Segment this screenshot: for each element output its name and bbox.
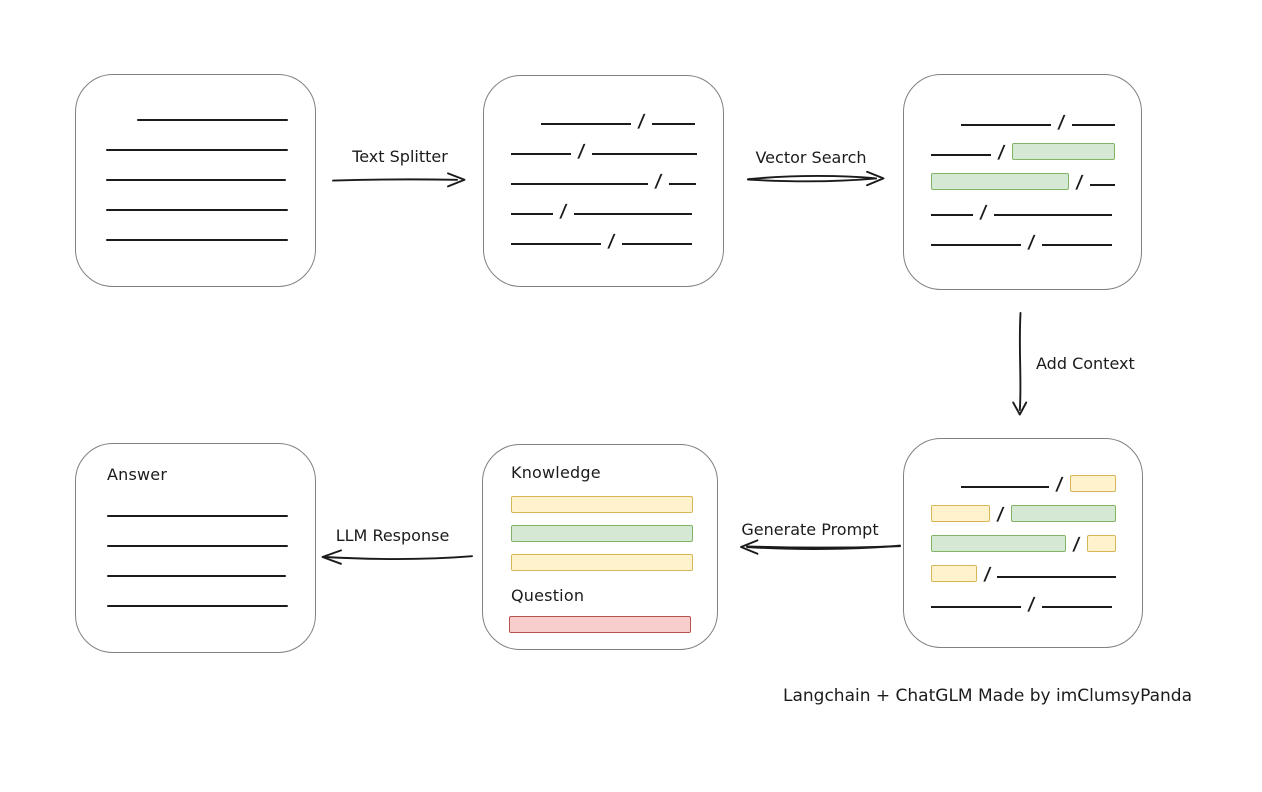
source-document-box <box>75 74 316 287</box>
text-line <box>668 183 696 185</box>
question-label: Question <box>511 586 585 605</box>
text-line <box>961 124 1051 126</box>
text-line <box>931 244 1021 246</box>
knowledge-label: Knowledge <box>511 463 601 482</box>
yellow-highlight-bar <box>931 565 977 582</box>
prompt-box: Knowledge Question <box>482 444 718 650</box>
text-line <box>511 213 553 215</box>
yellow-knowledge-bar <box>511 554 693 571</box>
text-splitter-label: Text Splitter <box>352 147 448 166</box>
slash-separator: / <box>606 231 616 252</box>
slash-separator: / <box>636 111 646 132</box>
text-line <box>511 243 601 245</box>
yellow-knowledge-bar <box>511 496 693 513</box>
text-line <box>107 545 288 547</box>
text-chunk-row: / <box>961 474 1116 495</box>
question-highlight-bar <box>509 616 691 633</box>
text-line <box>961 486 1050 488</box>
yellow-highlight-bar <box>1069 475 1116 492</box>
slash-separator: / <box>996 142 1006 163</box>
text-chunk-row: / <box>931 534 1116 555</box>
credit-caption: Langchain + ChatGLM Made by imClumsyPand… <box>783 686 1192 706</box>
slash-separator: / <box>1056 112 1066 133</box>
text-chunk-row: / <box>931 504 1116 525</box>
slash-separator: / <box>1055 474 1065 495</box>
generate-prompt-arrow <box>740 539 901 555</box>
yellow-highlight-bar <box>1086 535 1116 552</box>
question-bar-wrap <box>509 616 693 633</box>
text-chunk-row: / <box>931 232 1115 253</box>
green-highlight-bar <box>1011 143 1115 160</box>
text-line <box>1041 606 1112 608</box>
text-line <box>1089 184 1115 186</box>
text-line <box>573 213 692 215</box>
answer-label: Answer <box>107 465 168 484</box>
text-line <box>106 209 288 211</box>
context-chunks-box: / / / / / <box>903 438 1143 648</box>
retrieved-chunks-box: / / / / / <box>903 74 1142 290</box>
slash-separator: / <box>1026 594 1036 615</box>
text-line <box>107 575 286 577</box>
slash-separator: / <box>576 141 586 162</box>
green-highlight-bar <box>931 173 1069 190</box>
slash-separator: / <box>996 504 1005 525</box>
text-chunk-row: / <box>931 172 1115 193</box>
add-context-label: Add Context <box>1036 354 1135 373</box>
slash-separator: / <box>982 564 992 585</box>
text-chunk-row: / <box>931 202 1115 223</box>
text-line <box>1041 244 1112 246</box>
text-line <box>931 606 1021 608</box>
green-highlight-bar <box>1010 505 1116 522</box>
text-chunk-row: / <box>931 594 1116 615</box>
text-chunk-row: / <box>511 141 697 162</box>
text-chunk-row: / <box>931 564 1116 585</box>
text-line <box>107 515 288 517</box>
vector-search-arrow <box>747 170 885 187</box>
text-line <box>621 243 692 245</box>
text-chunk-row: / <box>541 111 697 132</box>
slash-separator: / <box>978 202 988 223</box>
vector-search-label: Vector Search <box>755 148 867 167</box>
slash-separator: / <box>653 171 663 192</box>
answer-box: Answer <box>75 443 316 653</box>
text-line <box>511 153 571 155</box>
slash-separator: / <box>558 201 568 222</box>
text-line <box>541 123 631 125</box>
knowledge-bars <box>511 496 693 571</box>
text-chunk-row: / <box>511 231 697 252</box>
slash-separator: / <box>1071 534 1081 555</box>
text-line <box>106 239 288 241</box>
green-highlight-bar <box>931 535 1067 552</box>
text-line <box>993 214 1112 216</box>
text-line <box>107 605 288 607</box>
text-line <box>591 153 697 155</box>
text-chunk-row: / <box>961 112 1115 133</box>
text-line <box>997 576 1116 578</box>
generate-prompt-label: Generate Prompt <box>741 520 879 539</box>
add-context-arrow <box>1012 312 1028 416</box>
text-chunk-row: / <box>511 171 697 192</box>
text-splitter-arrow <box>332 172 466 188</box>
text-chunks-box: / / / / / <box>483 75 724 287</box>
slash-separator: / <box>1074 172 1084 193</box>
text-line <box>931 214 973 216</box>
text-line <box>931 154 991 156</box>
llm-response-arrow <box>321 549 473 565</box>
text-line <box>511 183 648 185</box>
text-line <box>137 119 288 121</box>
green-knowledge-bar <box>511 525 693 542</box>
text-line <box>1071 124 1115 126</box>
text-chunk-row: / <box>511 201 697 222</box>
answer-lines <box>107 515 288 607</box>
text-line <box>106 179 286 181</box>
slash-separator: / <box>1026 232 1036 253</box>
yellow-highlight-bar <box>931 505 991 522</box>
text-chunk-row: / <box>931 142 1115 163</box>
text-line <box>106 149 288 151</box>
text-line <box>651 123 695 125</box>
llm-response-label: LLM Response <box>335 526 450 545</box>
